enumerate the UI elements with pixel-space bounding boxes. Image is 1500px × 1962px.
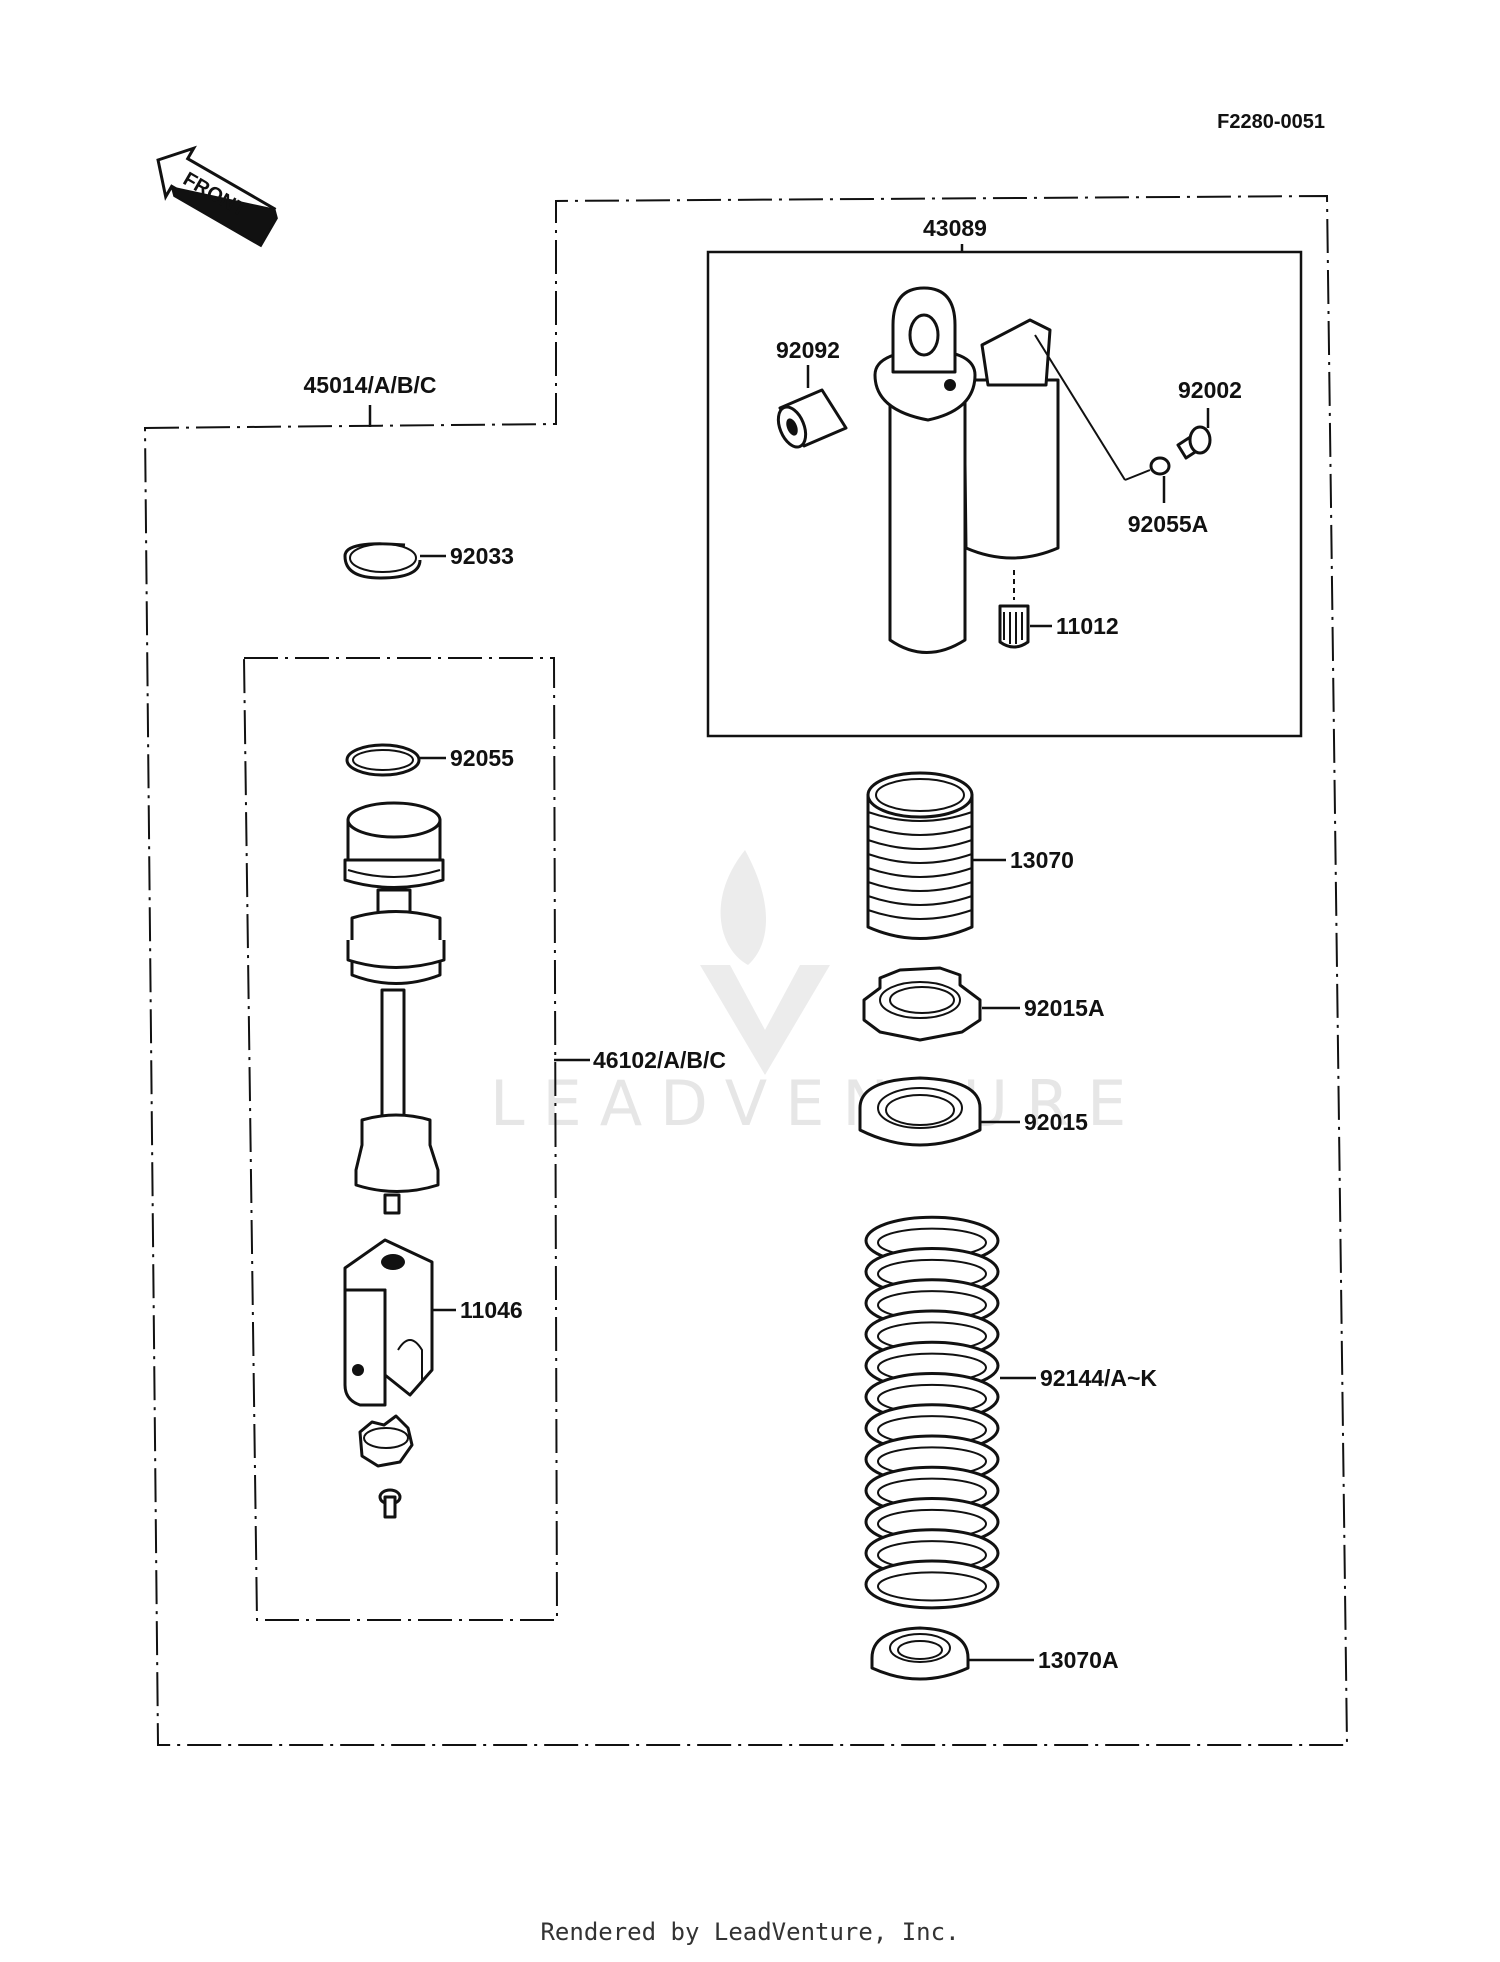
shock-body-drawing	[873, 286, 1151, 654]
piston-rod-drawing	[343, 801, 446, 1215]
snap-ring-icon	[343, 542, 422, 580]
locknut-icon	[858, 1076, 982, 1147]
label-end-bracket: 11046	[460, 1297, 523, 1323]
watermark: LEADVENTURE	[490, 850, 1144, 1140]
label-washer: 92055A	[1128, 511, 1209, 537]
label-ring: 92033	[450, 543, 514, 569]
piston-rod-assembly-box	[242, 657, 559, 1621]
label-bolt: 92002	[1178, 377, 1242, 403]
label-piston-rod-assembly: 46102/A/B/C	[593, 1047, 726, 1073]
watermark-text: LEADVENTURE	[490, 1067, 1144, 1140]
spring-coil-inner	[877, 1571, 987, 1602]
label-o-ring: 92055	[450, 745, 514, 771]
locknut-a-icon	[862, 966, 982, 1042]
end-bracket-icon	[343, 1238, 434, 1407]
shock-assembly-frame	[143, 194, 1349, 1746]
label-locknut-a: 92015A	[1024, 995, 1105, 1021]
spring-seat-icon	[870, 1626, 970, 1681]
spring-icon	[864, 1215, 1000, 1610]
adjuster-knob-icon	[358, 1414, 414, 1468]
label-reservoir-assembly: 43089	[923, 215, 987, 241]
label-spring-seat: 13070A	[1038, 1647, 1119, 1673]
front-arrow-icon: FRONT	[156, 145, 278, 248]
label-spring: 92144/A~K	[1040, 1365, 1157, 1391]
screw-icon	[378, 1488, 402, 1519]
label-bushing: 92092	[776, 337, 840, 363]
label-locknut: 92015	[1024, 1109, 1088, 1135]
washer-icon	[1149, 456, 1171, 476]
spring-coil	[864, 1559, 1000, 1610]
label-shock-assembly: 45014/A/B/C	[304, 372, 437, 398]
bushing-icon	[776, 388, 848, 449]
spring-guide-icon	[866, 771, 974, 940]
drawing-number: F2280-0051	[1217, 111, 1325, 133]
reservoir-assembly-box	[706, 250, 1303, 738]
o-ring-icon	[345, 743, 421, 777]
footer-credit: Rendered by LeadVenture, Inc.	[540, 1918, 960, 1946]
label-spring-guide: 13070	[1010, 847, 1074, 873]
label-valve: 11012	[1056, 613, 1119, 639]
valve-icon	[998, 604, 1030, 649]
bolt-icon	[1176, 425, 1212, 460]
